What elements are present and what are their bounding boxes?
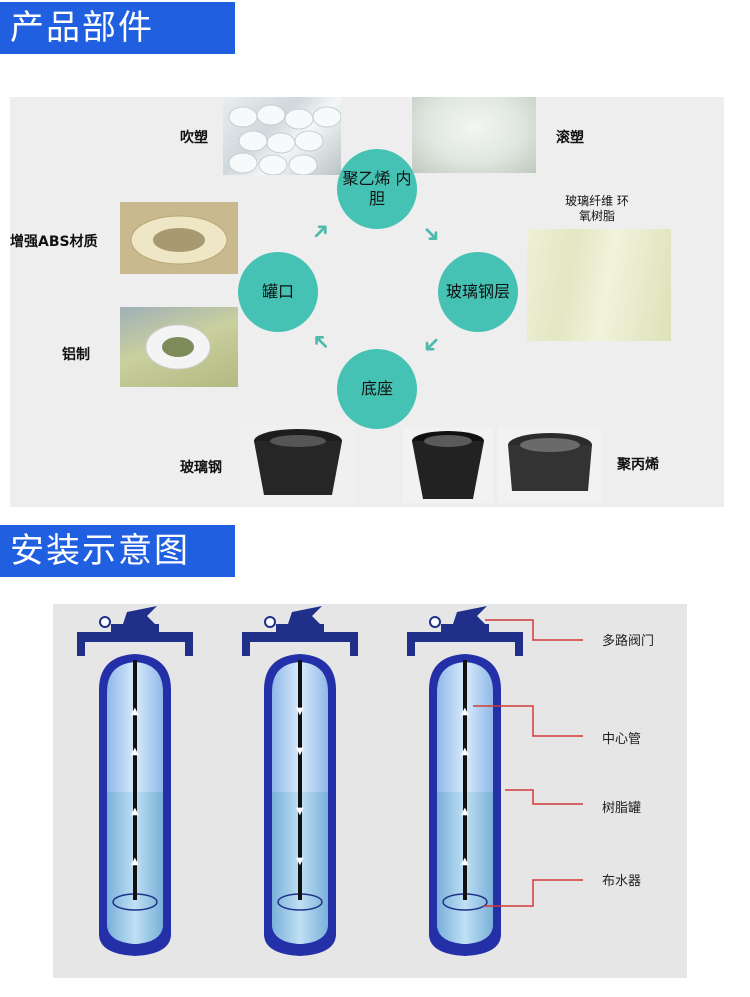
flow-arrow-icon: ▲ (461, 856, 469, 867)
valve-pipe (77, 632, 85, 656)
node-fiberglass: 玻璃钢层 (438, 252, 518, 332)
pointer-lines (473, 619, 583, 907)
pp-base-photo (498, 427, 601, 503)
valve-pipe (242, 632, 250, 656)
label-roto-molding: 滚塑 (556, 130, 584, 146)
center-pipe (463, 660, 467, 900)
valve-pipe (407, 632, 415, 656)
valve-icon (111, 606, 159, 638)
section-title-parts: 产品部件 (0, 2, 235, 54)
flow-arrow-icon: ▲ (461, 806, 469, 817)
label-pp: 聚丙烯 (617, 457, 659, 473)
frp-base-photo (240, 425, 355, 505)
flow-arrow-icon: ▼ (296, 706, 304, 717)
section-title-install: 安装示意图 (0, 525, 235, 577)
arrow-icon: ➜ (415, 329, 447, 360)
label-aluminum: 铝制 (62, 347, 90, 363)
gauge-icon (99, 616, 111, 628)
flow-arrow-icon: ▼ (296, 746, 304, 757)
center-pipe (133, 660, 137, 900)
node-liner: 聚乙烯 内胆 (337, 149, 417, 229)
flow-arrow-icon: ▲ (131, 746, 139, 757)
valve-pipe (350, 632, 358, 656)
node-mouth: 罐口 (238, 252, 318, 332)
flow-arrow-icon: ▲ (131, 706, 139, 717)
flow-arrow-icon: ▲ (461, 706, 469, 717)
flow-arrow-icon: ▼ (296, 806, 304, 817)
valve-pipe (407, 632, 523, 642)
valve-pipe (185, 632, 193, 656)
gauge-icon (264, 616, 276, 628)
abs-ring-photo (120, 202, 238, 274)
blow-molding-photo (223, 97, 341, 175)
arrow-icon: ➜ (305, 326, 337, 357)
valve-icon (441, 606, 489, 638)
arrow-icon: ➜ (415, 219, 447, 250)
valve-pipe (515, 632, 523, 656)
install-panel: ▲ ▲ ▲ ▲ ▼ ▼ ▼ ▼ ▲ ▲ ▲ ▲ 多路阀门 中心管 树脂罐 布水器 (53, 604, 687, 978)
legend-valve: 多路阀门 (602, 634, 655, 649)
flow-arrow-icon: ▼ (296, 856, 304, 867)
roto-molding-photo (412, 97, 536, 173)
flow-arrow-icon: ▲ (131, 856, 139, 867)
valve-pipe (242, 632, 358, 642)
parts-panel: 聚乙烯 内胆 罐口 玻璃钢层 底座 ➜ ➜ ➜ ➜ 吹塑 滚塑 增强ABS材质 … (10, 97, 724, 507)
install-diagram: ▲ ▲ ▲ ▲ ▼ ▼ ▼ ▼ ▲ ▲ ▲ ▲ (77, 606, 583, 956)
center-pipe (298, 660, 302, 900)
valve-icon (276, 606, 324, 638)
glass-fiber-photo (527, 229, 671, 341)
aluminum-photo (120, 307, 238, 387)
label-abs: 增强ABS材质 (10, 234, 98, 250)
gauge-icon (429, 616, 441, 628)
legend-center-pipe: 中心管 (602, 732, 642, 747)
node-base: 底座 (337, 349, 417, 429)
flow-arrow-icon: ▲ (131, 806, 139, 817)
valve-pipe (77, 632, 193, 642)
label-frp: 玻璃钢 (180, 460, 222, 476)
label-glass-fiber-epoxy: 玻璃纤维 环氧树脂 (565, 194, 629, 223)
legend-distributor: 布水器 (602, 874, 642, 889)
flow-arrow-icon: ▲ (461, 746, 469, 757)
arrow-icon: ➜ (305, 216, 337, 247)
black-cone-photo (403, 427, 493, 503)
legend-resin-tank: 树脂罐 (602, 801, 642, 816)
label-blow-molding: 吹塑 (180, 130, 208, 146)
